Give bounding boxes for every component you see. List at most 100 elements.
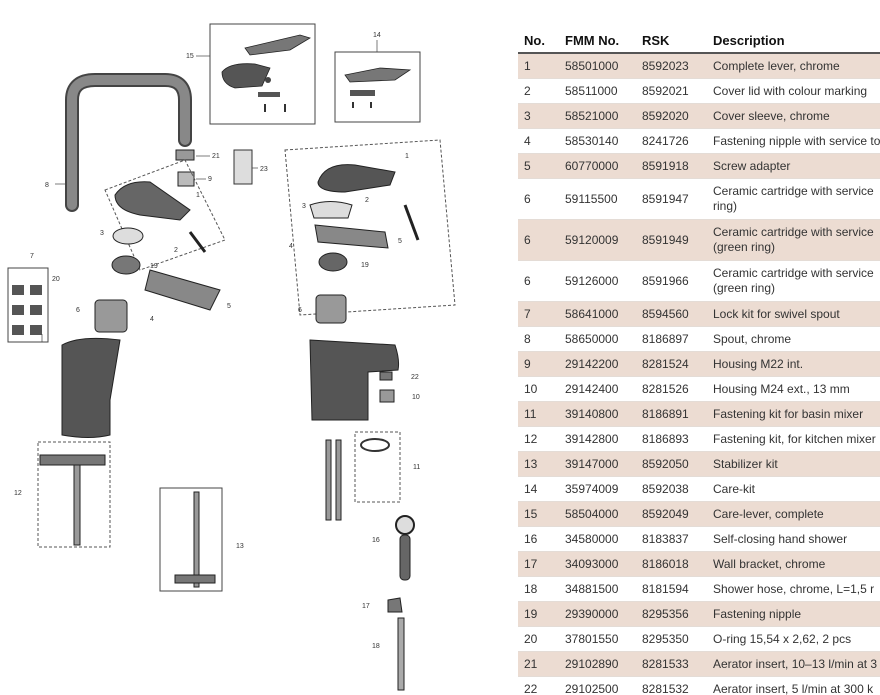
cell-no: 21 <box>518 651 559 677</box>
cell-fmm-no: 58530140 <box>559 128 636 154</box>
mixer-body-part <box>61 337 121 438</box>
inset-box-13 <box>159 487 223 592</box>
part-label: 13 <box>236 543 244 550</box>
ceramic-cartridge-part <box>315 294 347 324</box>
stabilizer-bracket-part <box>174 574 216 584</box>
cell-description: Ceramic cartridge with service ring) <box>707 178 880 220</box>
cell-fmm-no: 58501000 <box>559 53 636 79</box>
housing-part <box>379 389 395 403</box>
cell-fmm-no: 29102500 <box>559 676 636 695</box>
part-label: 8 <box>45 182 49 189</box>
cell-rsk: 8591949 <box>636 219 707 261</box>
screw-part <box>352 102 354 108</box>
part-label: 1 <box>405 153 409 160</box>
lever-part <box>317 164 396 193</box>
part-label: 5 <box>398 238 402 245</box>
cell-fmm-no: 34881500 <box>559 576 636 602</box>
cell-rsk: 8181594 <box>636 576 707 602</box>
part-label: 6 <box>76 307 80 314</box>
cell-fmm-no: 29390000 <box>559 601 636 627</box>
cell-description: Housing M24 ext., 13 mm <box>707 376 880 402</box>
cell-no: 16 <box>518 526 559 552</box>
aerator-part <box>175 149 195 161</box>
cell-fmm-no: 59126000 <box>559 260 636 302</box>
cell-description: Cover lid with colour marking <box>707 78 880 104</box>
wall-bracket-part <box>387 597 403 613</box>
cell-rsk: 8281533 <box>636 651 707 677</box>
part-label: 1 <box>196 192 200 199</box>
lock-kit-part <box>30 285 42 295</box>
cell-fmm-no: 29102890 <box>559 651 636 677</box>
cell-rsk: 8281532 <box>636 676 707 695</box>
cell-no: 20 <box>518 626 559 652</box>
supply-pipe-part <box>325 439 332 521</box>
part-label: 9 <box>208 176 212 183</box>
part-label: 16 <box>372 537 380 544</box>
kit-dashed-outline <box>284 139 456 316</box>
cell-no: 3 <box>518 103 559 129</box>
col-header-description: Description <box>707 28 880 54</box>
part-label: 19 <box>361 262 369 269</box>
cell-rsk: 8183837 <box>636 526 707 552</box>
cell-rsk: 8592023 <box>636 53 707 79</box>
part-label: 22 <box>411 374 419 381</box>
part-label: 2 <box>365 197 369 204</box>
care-kit-part <box>344 67 412 83</box>
kit-dashed-outline <box>354 431 401 503</box>
cell-rsk: 8281526 <box>636 376 707 402</box>
part-label: 23 <box>260 166 268 173</box>
cell-fmm-no: 35974009 <box>559 476 636 502</box>
part-label: 20 <box>52 276 60 283</box>
cell-rsk: 8592038 <box>636 476 707 502</box>
lock-kit-part <box>12 325 24 335</box>
part-label: 7 <box>30 253 34 260</box>
part-label: 10 <box>412 394 420 401</box>
cell-no: 10 <box>518 376 559 402</box>
cell-rsk: 8241726 <box>636 128 707 154</box>
cell-fmm-no: 37801550 <box>559 626 636 652</box>
cell-fmm-no: 39140800 <box>559 401 636 427</box>
cell-no: 4 <box>518 128 559 154</box>
cell-fmm-no: 58511000 <box>559 78 636 104</box>
cell-rsk: 8592050 <box>636 451 707 477</box>
supply-pipe-part <box>73 464 81 546</box>
cell-rsk: 8186897 <box>636 326 707 352</box>
gasket-part <box>350 90 375 96</box>
mixer-body-part <box>309 339 400 421</box>
inset-box-14 <box>334 51 421 123</box>
cell-description: Stabilizer kit <box>707 451 880 477</box>
cell-description: Care-lever, complete <box>707 501 880 527</box>
cell-no: 19 <box>518 601 559 627</box>
part-label: 19 <box>150 263 158 270</box>
screw-part <box>370 102 372 108</box>
cell-description: Fastening nipple <box>707 601 880 627</box>
table-header-row: No. FMM No. RSK Description <box>518 28 880 54</box>
cell-fmm-no: 58641000 <box>559 301 636 327</box>
screw-part <box>265 77 271 83</box>
cell-fmm-no: 34580000 <box>559 526 636 552</box>
cell-fmm-no: 59115500 <box>559 178 636 220</box>
cell-description: Shower hose, chrome, L=1,5 r <box>707 576 880 602</box>
ceramic-cartridge-part <box>94 299 128 333</box>
lock-kit-part <box>12 305 24 315</box>
allen-key-part <box>188 231 207 253</box>
part-number-labels: 15 14 21 23 9 8 1 2 3 4 19 5 6 7 20 1 2 … <box>14 32 420 650</box>
cell-fmm-no: 34093000 <box>559 551 636 577</box>
part-label: 11 <box>413 464 420 471</box>
cover-sleeve-part <box>309 201 353 219</box>
cell-rsk: 8591947 <box>636 178 707 220</box>
